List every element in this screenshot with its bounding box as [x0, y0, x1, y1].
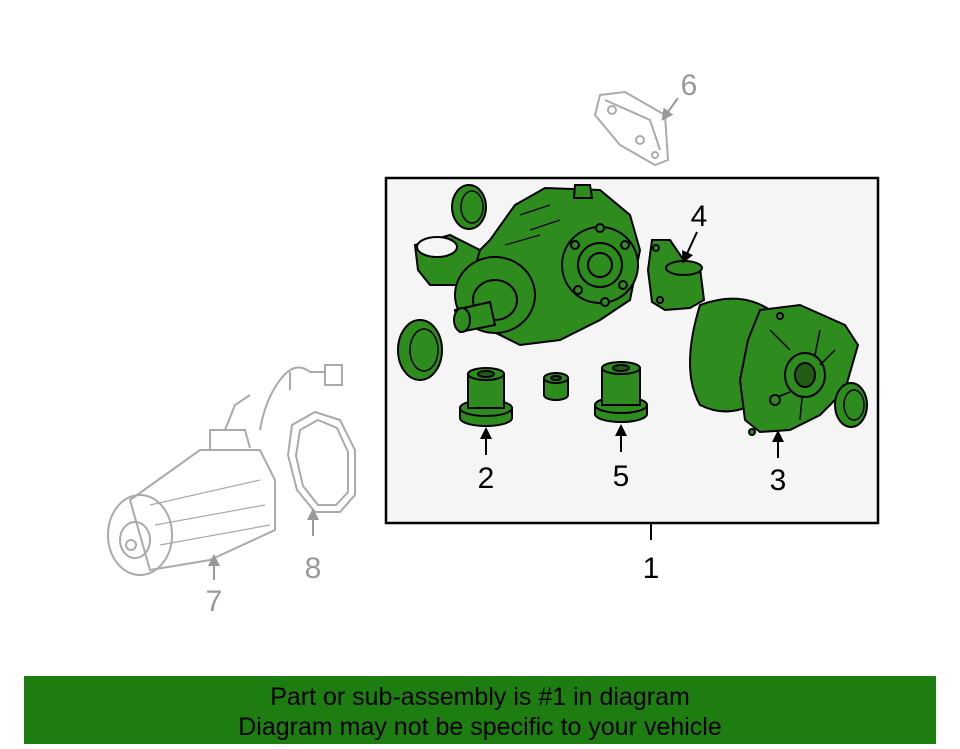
seal-right[interactable] [834, 382, 868, 428]
gasket-part-8[interactable] [286, 410, 356, 513]
callout-2: 2 [478, 462, 495, 495]
seal-top[interactable] [451, 184, 487, 230]
disclaimer-line-2: Diagram may not be specific to your vehi… [238, 713, 722, 741]
bushing-small[interactable] [543, 372, 569, 401]
arrow-6 [661, 97, 679, 121]
callout-4: 4 [691, 200, 708, 233]
disclaimer-line-1: Part or sub-assembly is #1 in diagram [270, 683, 690, 711]
callout-5: 5 [613, 460, 630, 493]
differential-housing[interactable] [413, 184, 642, 347]
bushing-part-2[interactable] [459, 367, 513, 427]
arrow-4 [682, 231, 698, 264]
seal-left[interactable] [397, 319, 443, 381]
callout-8: 8 [305, 552, 322, 585]
callout-1: 1 [643, 552, 660, 585]
bushing-part-5[interactable] [594, 361, 648, 423]
transfer-case-part-7[interactable] [107, 364, 343, 576]
callout-3: 3 [770, 464, 787, 497]
mount-part-4[interactable] [646, 239, 706, 312]
disclaimer-banner: Part or sub-assembly is #1 in diagram Di… [24, 676, 936, 744]
callout-7: 7 [206, 585, 223, 618]
bracket-part-6[interactable] [593, 90, 670, 167]
callout-6: 6 [681, 69, 698, 102]
cover-part-3[interactable] [689, 297, 860, 436]
